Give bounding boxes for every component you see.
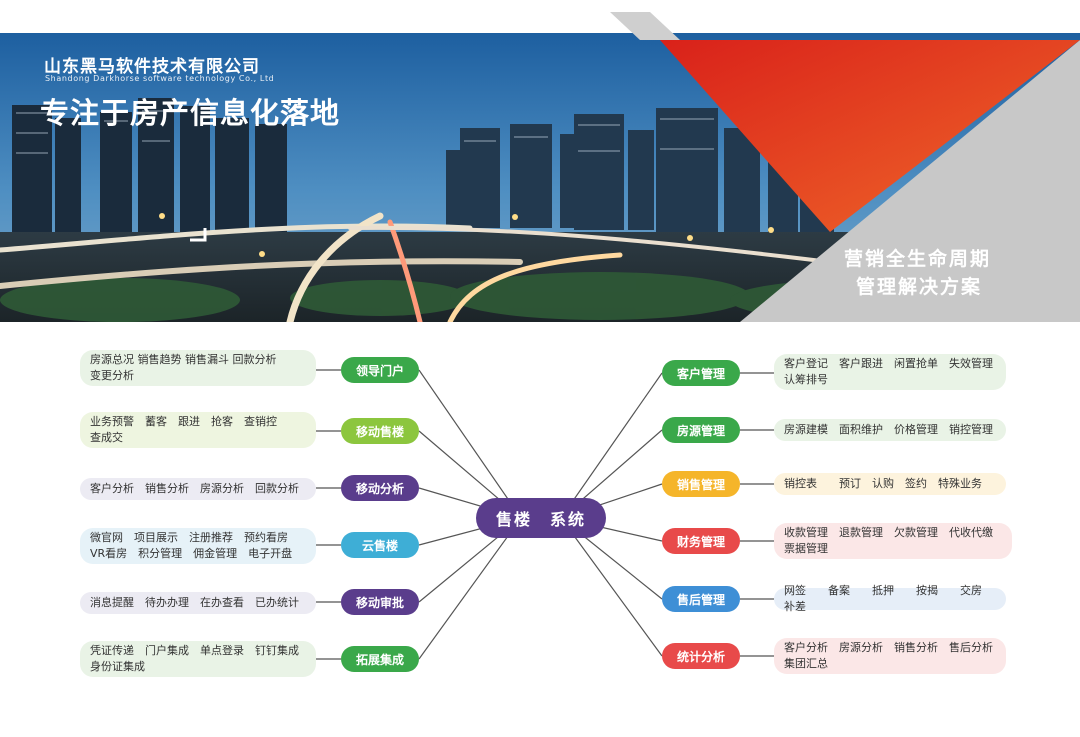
node-customer-management: 客户管理 bbox=[662, 360, 740, 386]
company-name-en: Shandong Darkhorse software technology C… bbox=[45, 74, 275, 83]
mind-map: 售楼 系统 房源总况 销售趋势 销售漏斗 回款分析 变更分析 领导门户 业务预警… bbox=[0, 322, 1080, 737]
node-mobile-approval: 移动审批 bbox=[341, 589, 419, 615]
detail-box-statistics-analysis: 客户分析 房源分析 销售分析 售后分析 集团汇总 bbox=[774, 638, 1006, 674]
slogan: 专注于房产信息化落地 bbox=[40, 96, 341, 130]
node-after-sales-management: 售后管理 bbox=[662, 586, 740, 612]
node-leader-portal: 领导门户 bbox=[341, 357, 419, 383]
node-mobile-analysis: 移动分析 bbox=[341, 475, 419, 501]
detail-box-after-sales-management: 网签 备案 抵押 按揭 交房 补差 bbox=[774, 584, 1006, 613]
detail-box-sales-management: 销控表 预订 认购 签约 特殊业务 bbox=[774, 473, 1006, 495]
connector-line-statistics-analysis bbox=[560, 517, 663, 657]
detail-box-mobile-sales: 业务预警 蓄客 跟进 抢客 查销控 查成交 bbox=[80, 412, 316, 448]
detail-box-mobile-analysis: 客户分析 销售分析 房源分析 回款分析 bbox=[80, 478, 316, 500]
solution-title-line1: 营销全生命周期 bbox=[844, 248, 992, 270]
banner: 山东黑马软件技术有限公司 Shandong Darkhorse software… bbox=[0, 0, 1080, 322]
connector-line-leader-portal bbox=[418, 369, 522, 519]
node-mobile-sales: 移动售楼 bbox=[341, 418, 419, 444]
detail-box-customer-management: 客户登记 客户跟进 闲置抢单 失效管理 认筹排号 bbox=[774, 354, 1006, 390]
company-name-cn: 山东黑马软件技术有限公司 bbox=[44, 57, 260, 77]
detail-box-cloud-sales: 微官网 项目展示 注册推荐 预约看房 VR看房 积分管理 佣金管理 电子开盘 bbox=[80, 528, 316, 564]
detail-box-finance-management: 收款管理 退款管理 欠款管理 代收代缴 票据管理 bbox=[774, 523, 1012, 559]
solution-title-line2: 管理解决方案 bbox=[856, 276, 983, 298]
center-node-sales-system: 售楼 系统 bbox=[476, 498, 606, 538]
node-property-management: 房源管理 bbox=[662, 417, 740, 443]
detail-box-leader-portal: 房源总况 销售趋势 销售漏斗 回款分析 变更分析 bbox=[80, 350, 316, 386]
node-cloud-sales: 云售楼 bbox=[341, 532, 419, 558]
connector-line-customer-management bbox=[560, 372, 663, 519]
detail-box-mobile-approval: 消息提醒 待办办理 在办查看 已办统计 bbox=[80, 592, 316, 614]
detail-box-integration: 凭证传递 门户集成 单点登录 钉钉集成 身份证集成 bbox=[80, 641, 316, 677]
node-sales-management: 销售管理 bbox=[662, 471, 740, 497]
node-integration: 拓展集成 bbox=[341, 646, 419, 672]
detail-box-property-management: 房源建模 面积维护 价格管理 销控管理 bbox=[774, 419, 1006, 441]
node-statistics-analysis: 统计分析 bbox=[662, 643, 740, 669]
node-finance-management: 财务管理 bbox=[662, 528, 740, 554]
city-skyline-image bbox=[0, 0, 1080, 322]
connector-line-integration bbox=[418, 517, 522, 660]
